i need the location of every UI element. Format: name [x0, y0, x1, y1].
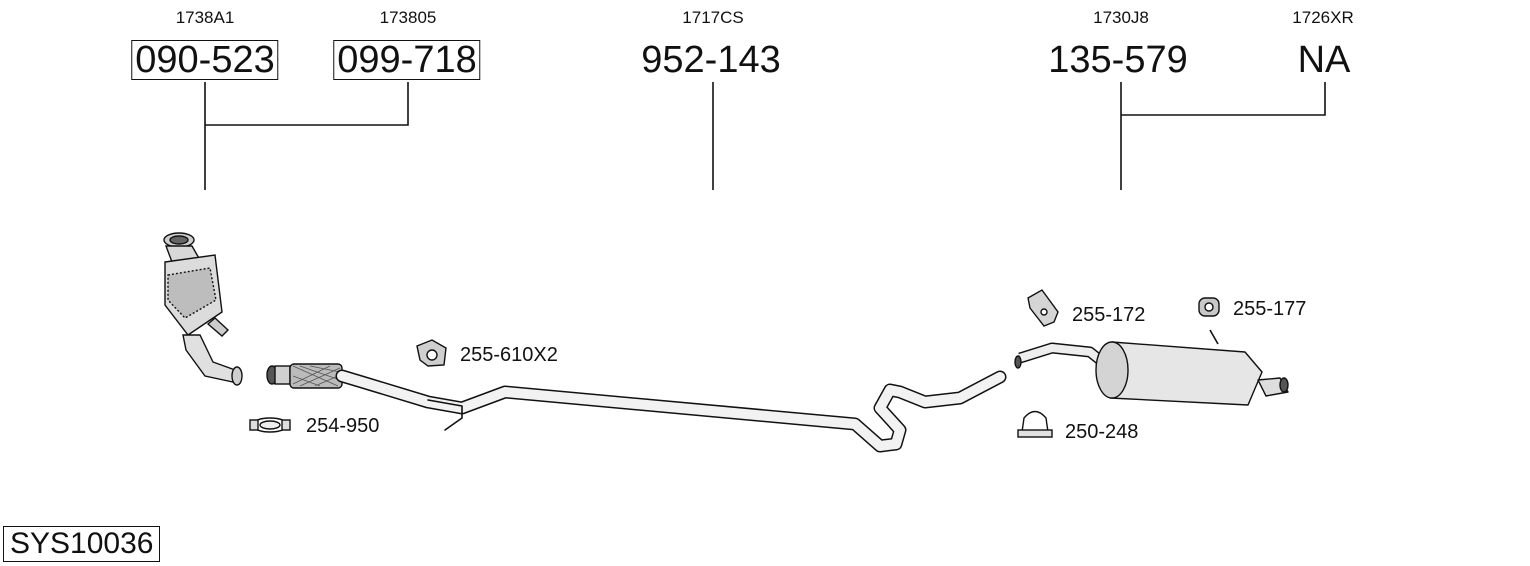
part-number-middle-pipe[interactable]: 952-143: [641, 39, 781, 81]
u-clamp-icon: [1017, 410, 1053, 438]
ref-code-catalyst: 1738A1: [175, 8, 235, 27]
system-id-label: SYS10036: [3, 526, 161, 562]
ref-code-tailpipe: 1726XR: [1292, 8, 1354, 27]
leader-line-tailpipe: [1121, 82, 1326, 116]
ref-code-middle-pipe: 1717CS: [682, 8, 744, 27]
leader-line-front-pipe: [205, 82, 409, 126]
accessory-label-rubber-ring[interactable]: 255-177: [1233, 298, 1307, 320]
middle-pipe-icon: [335, 369, 1007, 453]
accessory-label-bracket[interactable]: 255-172: [1072, 304, 1146, 326]
part-number-rear-silencer[interactable]: 135-579: [1048, 39, 1188, 81]
rear-silencer-icon: [1014, 329, 1289, 406]
flex-pipe-icon: [266, 363, 343, 389]
catalytic-converter-icon: [163, 232, 243, 386]
ref-code-rear-silencer: 1730J8: [1093, 8, 1149, 27]
part-number-front-pipe[interactable]: 099-718: [333, 40, 481, 80]
accessory-label-flange-clamp[interactable]: 254-950: [306, 415, 380, 437]
leader-lines: [204, 82, 1326, 190]
part-number-tailpipe[interactable]: NA: [1297, 39, 1351, 81]
part-number-catalyst[interactable]: 090-523: [131, 40, 279, 80]
accessory-label-u-clamp[interactable]: 250-248: [1065, 421, 1139, 443]
bracket-hanger-icon: [1027, 289, 1059, 327]
accessory-label-hanger[interactable]: 255-610X2: [460, 344, 558, 366]
rubber-hanger-icon: [416, 339, 447, 367]
flange-clamp-icon: [249, 417, 291, 433]
rubber-ring-icon: [1198, 297, 1220, 317]
ref-code-front-pipe: 173805: [379, 8, 437, 27]
